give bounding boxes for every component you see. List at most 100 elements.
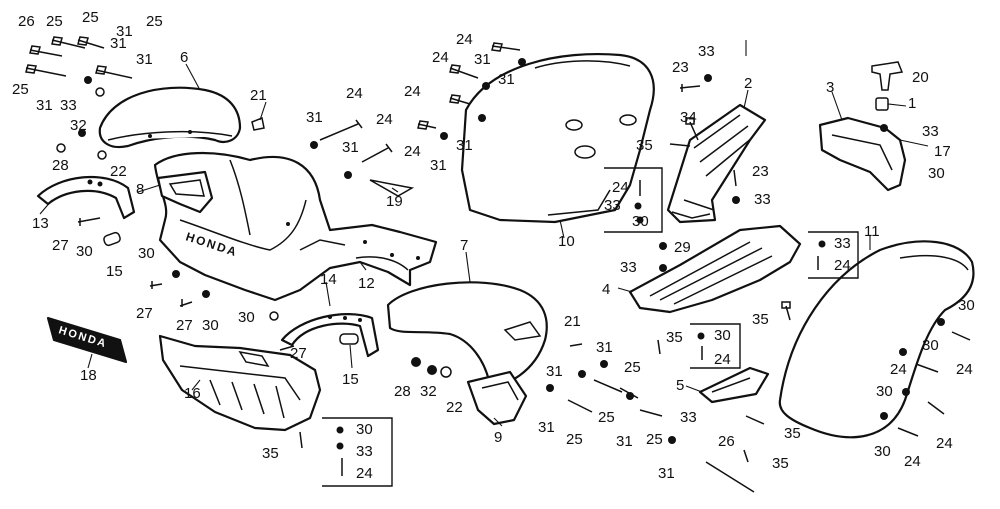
callout-24-b: 24 bbox=[456, 31, 473, 48]
callout-16: 16 bbox=[184, 385, 201, 402]
callout-22b: 22 bbox=[446, 399, 463, 416]
callout-30-b: 30 bbox=[138, 245, 155, 262]
callout-27-c: 27 bbox=[176, 317, 193, 334]
callout-31-g: 31 bbox=[474, 51, 491, 68]
callout-34: 34 bbox=[680, 109, 697, 126]
part-8-bracket bbox=[156, 170, 214, 214]
part-9-bracket bbox=[466, 370, 528, 426]
fasteners bbox=[25, 36, 971, 493]
part-2-rack-frame bbox=[666, 103, 767, 224]
callout-24-f: 24 bbox=[376, 111, 393, 128]
callout-25-c: 25 bbox=[146, 13, 163, 30]
callout-35-b: 35 bbox=[752, 311, 769, 328]
part-5-bracket bbox=[698, 366, 770, 404]
callout-12: 12 bbox=[358, 275, 375, 292]
callout-32-a: 32 bbox=[70, 117, 87, 134]
callout-31-a: 31 bbox=[116, 23, 133, 40]
callout-25-a: 25 bbox=[46, 13, 63, 30]
callout-31-j: 31 bbox=[430, 157, 447, 174]
callout-31-n: 31 bbox=[616, 433, 633, 450]
callout-24-d: 24 bbox=[404, 143, 421, 160]
callout-30-a: 30 bbox=[76, 243, 93, 260]
callout-31-d: 31 bbox=[36, 97, 53, 114]
callout-25-g: 25 bbox=[566, 431, 583, 448]
callout-25-b: 25 bbox=[82, 9, 99, 26]
callout-14: 14 bbox=[320, 271, 337, 288]
callout-25-f: 25 bbox=[598, 409, 615, 426]
callout-24-j: 24 bbox=[356, 465, 373, 482]
callout-35-c: 35 bbox=[666, 329, 683, 346]
callout-31-o: 31 bbox=[658, 465, 675, 482]
callout-31-i: 31 bbox=[456, 137, 473, 154]
callout-4: 4 bbox=[602, 281, 610, 298]
callout-33-e: 33 bbox=[604, 197, 621, 214]
callout-28-b: 28 bbox=[394, 383, 411, 400]
callout-31-e: 31 bbox=[306, 109, 323, 126]
part-18-honda-emblem: HONDA bbox=[46, 316, 128, 364]
callout-33-g: 33 bbox=[834, 235, 851, 252]
callout-28-a: 28 bbox=[52, 157, 69, 174]
callout-20: 20 bbox=[912, 69, 929, 86]
callout-30-e: 30 bbox=[632, 213, 649, 230]
callout-35-a: 35 bbox=[636, 137, 653, 154]
callout-29: 29 bbox=[674, 239, 691, 256]
callout-6: 6 bbox=[180, 49, 188, 66]
callout-9: 9 bbox=[494, 429, 502, 446]
part-12-seat-body-shell: HONDA bbox=[153, 151, 438, 302]
callout-25-h: 25 bbox=[646, 431, 663, 448]
callout-10: 10 bbox=[558, 233, 575, 250]
callout-31-c: 31 bbox=[136, 51, 153, 68]
callout-24-i: 24 bbox=[714, 351, 731, 368]
callout-30-j: 30 bbox=[922, 337, 939, 354]
callout-30-f: 30 bbox=[928, 165, 945, 182]
callout-24-l: 24 bbox=[956, 361, 973, 378]
callout-23a: 23 bbox=[672, 59, 689, 76]
callout-19: 19 bbox=[386, 193, 403, 210]
leader-lines bbox=[39, 40, 929, 427]
callout-23b: 23 bbox=[752, 163, 769, 180]
callout-15a: 15 bbox=[106, 263, 123, 280]
part-7-fender bbox=[386, 281, 548, 387]
callout-33-c: 33 bbox=[754, 191, 771, 208]
callout-30-k: 30 bbox=[876, 383, 893, 400]
callout-30-h: 30 bbox=[356, 421, 373, 438]
part-20-wing-bolt bbox=[871, 61, 904, 111]
callout-1: 1 bbox=[908, 95, 916, 112]
callout-13: 13 bbox=[32, 215, 49, 232]
part-13-grab-bar bbox=[36, 175, 136, 220]
part-3-bracket bbox=[818, 116, 907, 192]
callout-18: 18 bbox=[80, 367, 97, 384]
callout-31-m: 31 bbox=[538, 419, 555, 436]
callout-24-k: 24 bbox=[890, 361, 907, 378]
part-6-front-fender bbox=[98, 86, 242, 149]
callout-26-a: 26 bbox=[18, 13, 35, 30]
part-11-large-fender bbox=[778, 240, 975, 439]
callout-17: 17 bbox=[934, 143, 951, 160]
callout-26-b: 26 bbox=[718, 433, 735, 450]
callout-11: 11 bbox=[864, 223, 880, 240]
callout-labels: 1 2 3 4 5 6 7 8 9 10 11 12 13 14 15 15 1… bbox=[12, 9, 975, 482]
callout-24-e: 24 bbox=[346, 85, 363, 102]
callout-31-b: 31 bbox=[110, 35, 127, 52]
callout-33-i: 33 bbox=[356, 443, 373, 460]
callout-27-d: 27 bbox=[290, 345, 307, 362]
part-15-spacer bbox=[103, 231, 359, 345]
part-16-skid-plate bbox=[158, 334, 322, 432]
callout-31-h: 31 bbox=[498, 71, 515, 88]
callout-30-i: 30 bbox=[958, 297, 975, 314]
callout-25-e: 25 bbox=[624, 359, 641, 376]
callout-30-c: 30 bbox=[202, 317, 219, 334]
callout-33-b: 33 bbox=[698, 43, 715, 60]
callout-27-b: 27 bbox=[136, 305, 153, 322]
callout-5: 5 bbox=[676, 377, 684, 394]
callout-33-d: 33 bbox=[922, 123, 939, 140]
callout-31-f: 31 bbox=[342, 139, 359, 156]
callout-21b: 21 bbox=[564, 313, 581, 330]
callout-24-c: 24 bbox=[404, 83, 421, 100]
callout-24-g: 24 bbox=[612, 179, 629, 196]
callout-7: 7 bbox=[460, 237, 468, 254]
callout-31-k: 31 bbox=[596, 339, 613, 356]
callout-15b: 15 bbox=[342, 371, 359, 388]
